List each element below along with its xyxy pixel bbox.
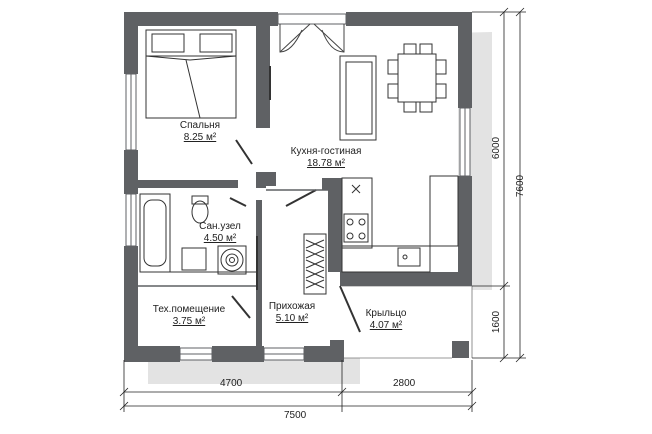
- tech-room-area: 3.75 м²: [172, 316, 206, 327]
- washing-machine: [217, 245, 247, 275]
- dimension-total-height: 7600: [515, 174, 526, 198]
- chair: [419, 43, 433, 55]
- dimension-upper-height: 6000: [491, 136, 502, 160]
- bedroom-furniture: [145, 29, 237, 119]
- counter-bottom: [341, 245, 431, 273]
- porch-column: [452, 341, 469, 358]
- bathroom-fixtures: [139, 193, 256, 275]
- pillow: [151, 33, 185, 53]
- kitchen-living-name: Кухня-гостиная: [290, 146, 362, 157]
- hallway-name: Прихожая: [268, 301, 316, 312]
- dimension-porch-height: 1600: [491, 310, 502, 334]
- dining-table: [397, 53, 437, 103]
- dimension-left-width: 4700: [220, 378, 243, 389]
- toilet: [191, 200, 209, 224]
- counter-top: [341, 177, 373, 249]
- washbasin: [181, 247, 207, 271]
- coat-rack: [303, 233, 327, 295]
- chair: [435, 59, 447, 75]
- bedroom-name: Спальня: [179, 120, 221, 131]
- doors: [229, 66, 361, 333]
- pillow: [199, 33, 233, 53]
- chair: [387, 83, 399, 99]
- exterior-walls: [124, 12, 472, 362]
- bathroom-area: 4.50 м²: [203, 233, 237, 244]
- partition-lines: [138, 189, 328, 287]
- interior-walls: [138, 12, 344, 362]
- chair: [403, 43, 417, 55]
- bedroom-area: 8.25 м²: [183, 132, 217, 143]
- porch-area-value: 4.07 м²: [369, 320, 403, 331]
- windows: [125, 13, 471, 361]
- chair: [435, 83, 447, 99]
- fridge: [429, 175, 459, 247]
- chair: [387, 59, 399, 75]
- chair: [403, 101, 417, 113]
- chair: [419, 101, 433, 113]
- tech-room-name: Тех.помещение: [152, 304, 226, 315]
- kitchen-furniture: [339, 43, 459, 273]
- interior-floor: [138, 26, 458, 350]
- dimension-lines: [119, 7, 526, 412]
- sofa: [339, 55, 377, 141]
- bathroom-name: Сан.узел: [199, 221, 241, 232]
- hob: [343, 213, 369, 243]
- dimension-total-width: 7500: [284, 410, 307, 421]
- sink: [397, 247, 421, 267]
- kitchen-living-area: 18.78 м²: [306, 158, 345, 169]
- porch-name: Крыльцо: [365, 308, 407, 319]
- dimension-porch-width: 2800: [393, 378, 416, 389]
- balcony-door: [279, 23, 345, 53]
- hallway-area: 5.10 м²: [275, 313, 309, 324]
- bed: [145, 29, 237, 119]
